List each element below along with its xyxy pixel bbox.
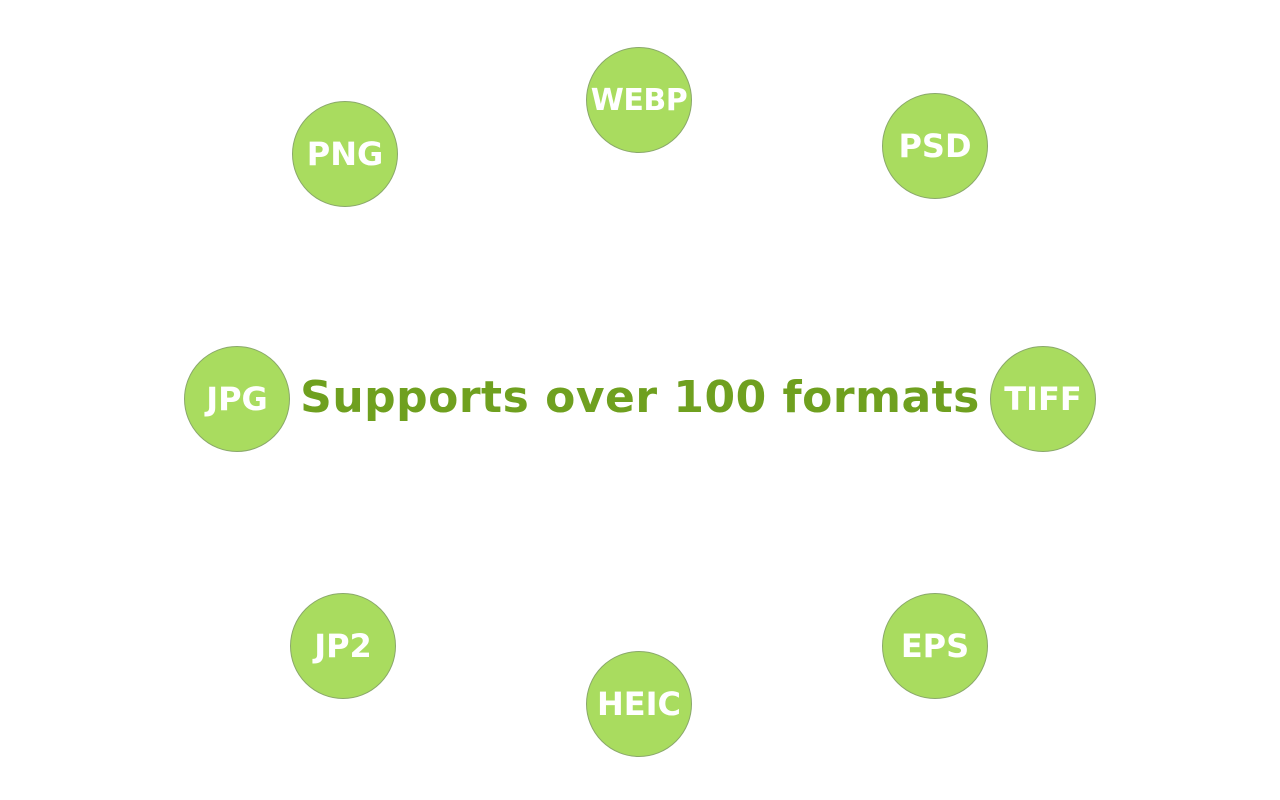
format-badge-jpg: JPG: [184, 346, 290, 452]
format-badge-eps: EPS: [882, 593, 988, 699]
format-badge-tiff: TIFF: [990, 346, 1096, 452]
headline: Supports over 100 formats: [300, 372, 980, 423]
format-badge-label: HEIC: [596, 685, 682, 723]
format-badge-png: PNG: [292, 101, 398, 207]
format-badge-heic: HEIC: [586, 651, 692, 757]
format-badge-label: TIFF: [1004, 380, 1082, 418]
format-badge-label: JP2: [314, 627, 372, 665]
format-badge-psd: PSD: [882, 93, 988, 199]
format-badge-label: PNG: [306, 135, 384, 173]
format-badge-webp: WEBP: [586, 47, 692, 153]
format-badge-jp2: JP2: [290, 593, 396, 699]
format-badge-label: PSD: [898, 127, 972, 165]
format-badge-label: JPG: [206, 380, 268, 418]
format-badge-label: EPS: [900, 627, 970, 665]
format-badge-label: WEBP: [590, 82, 688, 118]
